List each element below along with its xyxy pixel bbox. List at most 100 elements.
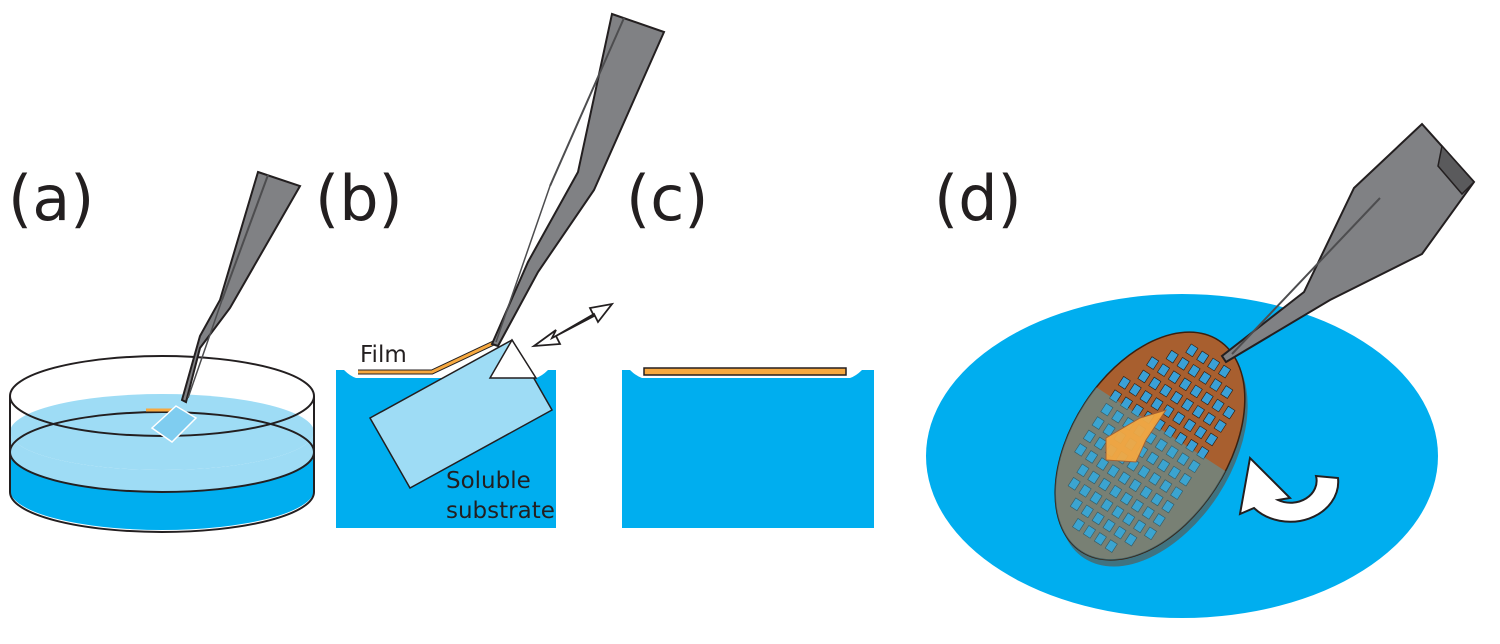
grid-window <box>1150 397 1164 411</box>
grid-window <box>1082 429 1096 444</box>
grid-window <box>1159 479 1173 493</box>
grid-window <box>1146 451 1160 466</box>
petri-dish <box>9 355 315 533</box>
grid-window <box>1076 463 1090 478</box>
grid-window <box>1174 431 1188 446</box>
tweezers-d <box>1220 122 1476 364</box>
grid-window <box>1185 343 1199 358</box>
grid-window <box>1137 369 1151 384</box>
panel-d-label: (d) <box>934 162 1022 235</box>
grid-window <box>1167 465 1181 480</box>
film-label: Film <box>360 342 407 368</box>
grid-window <box>1165 349 1179 364</box>
grid-window <box>1120 491 1133 506</box>
panel-d: (d) <box>926 122 1476 618</box>
grid-window <box>1122 512 1136 526</box>
grid-window <box>1170 486 1184 500</box>
panel-a-label: (a) <box>8 162 94 235</box>
grid-window <box>1100 498 1114 512</box>
grid-window <box>1176 452 1190 466</box>
grid-window <box>1178 377 1192 392</box>
grid-window <box>1119 396 1133 411</box>
grid-window <box>1133 519 1147 534</box>
grid-window <box>1165 445 1179 459</box>
grid-window <box>1202 412 1216 426</box>
dish-liquid-upper <box>10 432 314 492</box>
grid-window <box>1157 458 1171 473</box>
grid-window <box>1067 477 1081 491</box>
grid-window <box>1183 418 1197 433</box>
grid-window <box>1111 505 1125 519</box>
grid-window <box>1185 438 1199 453</box>
grid-window <box>1139 390 1153 404</box>
grid-window <box>1082 525 1096 539</box>
grid-window <box>1163 424 1177 439</box>
grid-window <box>1130 403 1144 418</box>
dish-rim <box>9 355 315 437</box>
grid-window <box>1106 464 1120 478</box>
grid-window <box>1191 405 1205 419</box>
grid-window <box>1087 470 1101 485</box>
grid-window <box>1150 492 1164 507</box>
tem-grid <box>1054 331 1248 567</box>
grid-window <box>1161 499 1175 514</box>
tweezers-b <box>490 12 666 348</box>
grid-window <box>1128 478 1142 493</box>
grid-window <box>1194 425 1208 440</box>
grid-window <box>1111 409 1125 424</box>
grid-window <box>1117 471 1131 485</box>
film-c <box>643 367 847 376</box>
double-arrow-icon <box>530 302 615 348</box>
grid-window <box>1148 376 1162 391</box>
grid-window <box>1102 423 1116 437</box>
grid-window <box>1093 436 1107 451</box>
grid-window <box>1144 526 1157 541</box>
grid-window <box>1211 398 1225 413</box>
grid-window <box>1172 411 1186 425</box>
grid-window <box>1170 390 1184 405</box>
grid-window <box>1152 513 1166 527</box>
grid-window <box>1154 438 1168 452</box>
grid-window <box>1091 511 1105 526</box>
grid-window <box>1109 389 1123 403</box>
grid-window <box>1159 383 1173 398</box>
grid-window <box>1178 472 1192 487</box>
grid-window <box>1078 484 1092 498</box>
grid-window <box>1109 484 1123 499</box>
grid-window <box>1117 376 1131 390</box>
grid-window <box>1146 356 1160 370</box>
grid-window <box>1181 397 1194 412</box>
grid-window <box>1176 356 1190 371</box>
grid-window <box>1207 357 1221 372</box>
grid-window <box>1218 364 1232 379</box>
substrate-piece-a <box>150 405 198 443</box>
grid-window <box>1113 525 1127 540</box>
grid-window <box>1205 432 1218 447</box>
panel-c-label: (c) <box>626 162 708 235</box>
grid-window <box>1141 506 1155 520</box>
grid-window <box>1200 391 1214 406</box>
panel-b: (b) Film Soluble substrate <box>315 12 666 528</box>
grid-window <box>1196 350 1210 365</box>
grid-window <box>1148 472 1162 486</box>
grid-window <box>1098 477 1112 492</box>
dish-liquid-side <box>10 452 314 530</box>
grid-window <box>1157 363 1171 377</box>
grid-window <box>1072 518 1086 532</box>
grid-window <box>1209 378 1223 392</box>
grid-window <box>1128 383 1142 397</box>
grid-window <box>1093 532 1107 546</box>
rotate-arrow-icon <box>1238 455 1340 523</box>
grid-window <box>1189 384 1203 399</box>
panel-c: (c) <box>622 162 874 528</box>
grid-window <box>1104 539 1118 553</box>
grid-window <box>1100 402 1114 417</box>
substrate-label-line1: Soluble <box>446 468 531 494</box>
film-flake-d <box>1105 409 1168 463</box>
grid-window <box>1222 405 1236 420</box>
grid-window <box>1167 370 1181 384</box>
grid-window <box>1091 416 1105 430</box>
grid-window <box>1137 465 1151 479</box>
grid-window <box>1089 491 1103 505</box>
water-container-c <box>622 370 874 528</box>
